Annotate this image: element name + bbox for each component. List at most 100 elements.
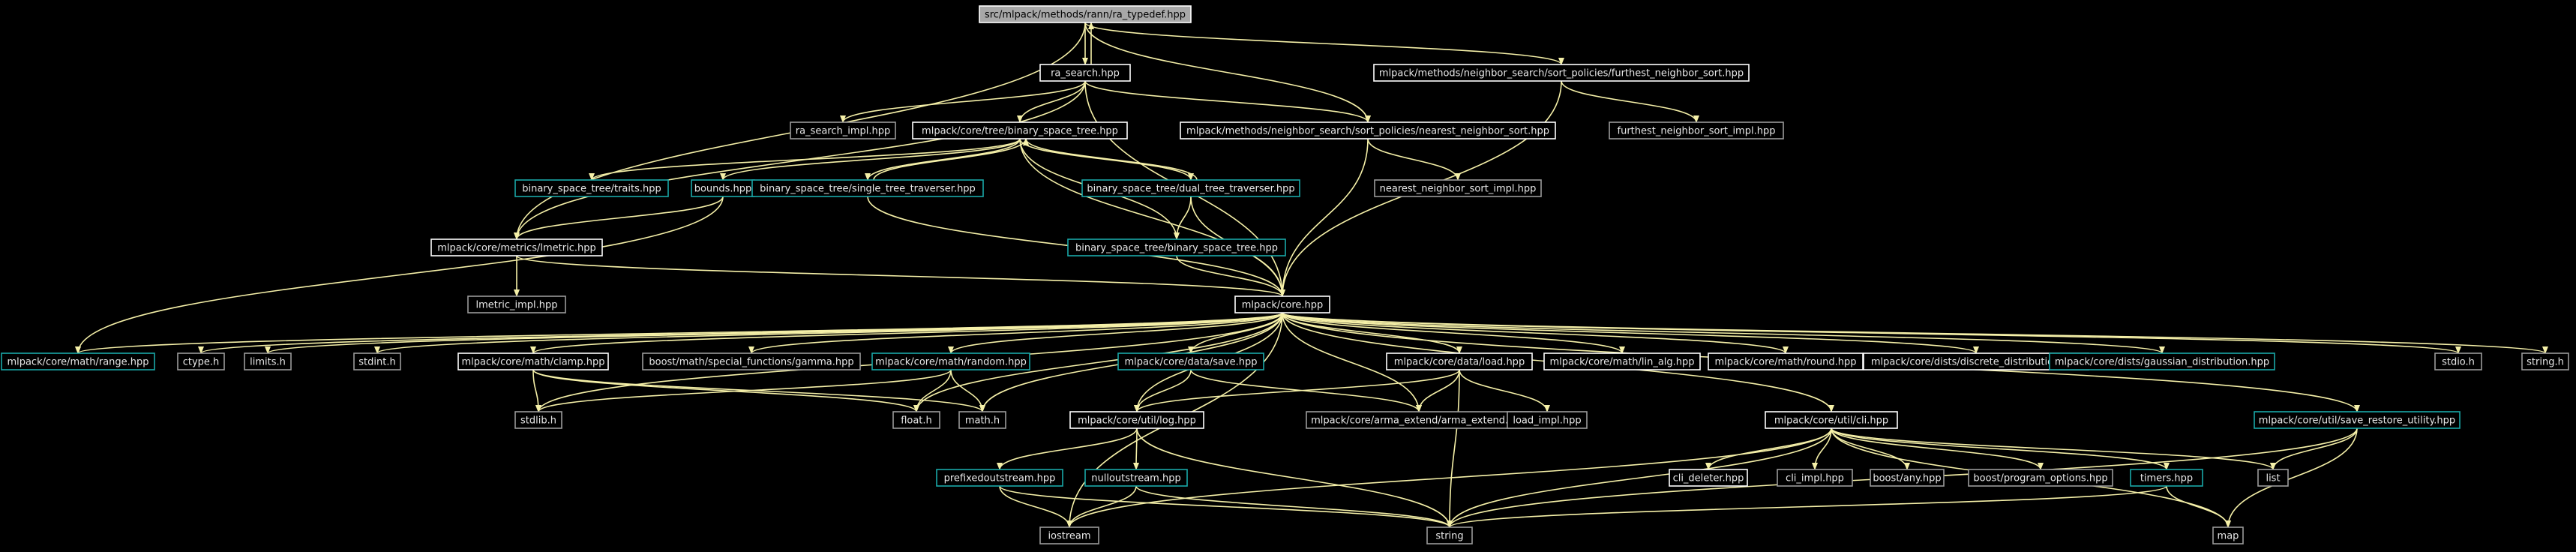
edge-core-to-random	[948, 312, 1283, 354]
node-box	[2049, 352, 2275, 370]
node-bst[interactable]: mlpack/core/tree/binary_space_tree.hpp	[912, 122, 1128, 140]
node-box	[1669, 469, 1748, 487]
node-bst-inner[interactable]: binary_space_tree/binary_space_tree.hpp	[1067, 238, 1286, 256]
node-single-trav[interactable]: binary_space_tree/single_tree_traverser.…	[751, 179, 984, 197]
node-box	[790, 122, 896, 140]
node-round[interactable]: mlpack/core/math/round.hpp	[1708, 352, 1864, 370]
node-label: mlpack/methods/neighbor_search/sort_poli…	[1379, 68, 1744, 80]
node-prefixed[interactable]: prefixedoutstream.hpp	[936, 469, 1063, 487]
node-label: cli_deleter.hpp	[1673, 473, 1744, 484]
node-label: map	[2218, 531, 2239, 542]
node-label: furthest_neighbor_sort_impl.hpp	[1618, 126, 1776, 137]
edge-core-to-limits	[265, 312, 1283, 354]
node-label: src/mlpack/methods/rann/ra_typedef.hpp	[985, 10, 1186, 21]
node-nullout[interactable]: nulloutstream.hpp	[1084, 469, 1188, 487]
edge-log-to-string	[1136, 428, 1453, 528]
node-dual-trav[interactable]: binary_space_tree/dual_tree_traverser.hp…	[1081, 179, 1300, 197]
node-stdlib[interactable]: stdlib.h	[514, 411, 562, 429]
edge-load-to-string	[1447, 369, 1460, 528]
node-map[interactable]: map	[2212, 526, 2244, 544]
node-clamp[interactable]: mlpack/core/math/clamp.hpp	[457, 352, 609, 370]
node-timers[interactable]: timers.hpp	[2130, 469, 2203, 487]
node-discrete[interactable]: mlpack/core/dists/discrete_distribution.…	[1863, 352, 2089, 370]
node-ra-search-impl[interactable]: ra_search_impl.hpp	[790, 122, 896, 140]
edge-nearest-to-nearest_impl	[1367, 138, 1461, 181]
node-save[interactable]: mlpack/core/data/save.hpp	[1117, 352, 1264, 370]
node-label: mlpack/core/math/round.hpp	[1714, 357, 1856, 368]
node-core[interactable]: mlpack/core.hpp	[1234, 296, 1330, 314]
node-root[interactable]: src/mlpack/methods/rann/ra_typedef.hpp	[979, 5, 1192, 23]
node-label: mlpack/core/dists/discrete_distribution.…	[1871, 357, 2081, 368]
edge-core-to-gamma	[748, 312, 1283, 354]
node-label: mlpack/core/data/load.hpp	[1394, 357, 1525, 368]
node-ra-search[interactable]: ra_search.hpp	[1039, 64, 1131, 82]
node-label: float.h	[901, 416, 932, 427]
node-arma[interactable]: mlpack/core/arma_extend/arma_extend.hpp	[1306, 411, 1532, 429]
node-float[interactable]: float.h	[892, 411, 940, 429]
edge-root-to-furthest	[1084, 22, 1564, 65]
node-boost-any[interactable]: boost/any.hpp	[1870, 469, 1945, 487]
node-list[interactable]: list	[2257, 469, 2289, 487]
node-label: mlpack/core/math/lin_alg.hpp	[1549, 357, 1694, 368]
node-cli[interactable]: mlpack/core/util/cli.hpp	[1765, 411, 1898, 429]
node-random[interactable]: mlpack/core/math/random.hpp	[871, 352, 1030, 370]
edge-cli-to-string	[1447, 428, 1832, 528]
node-label: mlpack/core.hpp	[1242, 300, 1324, 311]
node-nearest-impl[interactable]: nearest_neighbor_sort_impl.hpp	[1374, 179, 1542, 197]
edge-bst-to-dual_trav	[1019, 138, 1194, 181]
node-box	[979, 5, 1192, 23]
node-math[interactable]: math.h	[958, 411, 1006, 429]
node-ctype[interactable]: ctype.h	[177, 352, 225, 370]
node-box	[892, 411, 940, 429]
node-box	[2130, 469, 2203, 487]
edge-log-to-nullout	[1133, 428, 1140, 470]
edge-timers-to-map	[2166, 485, 2231, 528]
node-string[interactable]: string	[1426, 526, 1473, 544]
edge-core-to-stdint	[374, 312, 1283, 354]
node-range[interactable]: mlpack/core/math/range.hpp	[1, 352, 155, 370]
edge-core-to-float	[913, 312, 1283, 412]
node-box	[244, 352, 292, 370]
node-cli-impl[interactable]: cli_impl.hpp	[1777, 469, 1853, 487]
node-label: nulloutstream.hpp	[1091, 473, 1180, 484]
node-label: mlpack/core/math/range.hpp	[7, 357, 148, 368]
node-label: bounds.hpp	[694, 184, 752, 195]
node-lmetric[interactable]: mlpack/core/metrics/lmetric.hpp	[430, 238, 603, 256]
node-furthest[interactable]: mlpack/methods/neighbor_search/sort_poli…	[1373, 64, 1750, 82]
node-bounds[interactable]: bounds.hpp	[691, 179, 755, 197]
node-load[interactable]: mlpack/core/data/load.hpp	[1386, 352, 1533, 370]
node-lmetric-impl[interactable]: lmetric_impl.hpp	[467, 296, 566, 314]
node-label: timers.hpp	[2140, 473, 2193, 484]
node-limits[interactable]: limits.h	[244, 352, 292, 370]
node-label: stdio.h	[2442, 357, 2475, 368]
node-string-h[interactable]: string.h	[2521, 352, 2569, 370]
node-program-options[interactable]: boost/program_options.hpp	[1968, 469, 2113, 487]
edge-dual_trav-to-bst_inner	[1174, 196, 1192, 240]
node-box	[1039, 64, 1131, 82]
node-nearest[interactable]: mlpack/methods/neighbor_search/sort_poli…	[1180, 122, 1556, 140]
node-stdint[interactable]: stdint.h	[353, 352, 401, 370]
node-stdio[interactable]: stdio.h	[2434, 352, 2482, 370]
node-box	[2254, 411, 2461, 429]
node-label: mlpack/core/util/save_restore_utility.hp…	[2259, 416, 2455, 427]
node-bst-traits[interactable]: binary_space_tree/traits.hpp	[514, 179, 669, 197]
node-load-impl[interactable]: load_impl.hpp	[1507, 411, 1588, 429]
edge-bst-to-bounds	[720, 138, 1021, 181]
edge-core-to-gaussian	[1282, 312, 2165, 354]
node-box	[1968, 469, 2113, 487]
node-gamma[interactable]: boost/math/special_functions/gamma.hpp	[642, 352, 861, 370]
node-label: mlpack/core/data/save.hpp	[1124, 357, 1257, 368]
node-lin-alg[interactable]: mlpack/core/math/lin_alg.hpp	[1543, 352, 1701, 370]
node-furthest-impl[interactable]: furthest_neighbor_sort_impl.hpp	[1609, 122, 1784, 140]
node-box	[1708, 352, 1864, 370]
node-log[interactable]: mlpack/core/util/log.hpp	[1069, 411, 1204, 429]
node-cli-deleter[interactable]: cli_deleter.hpp	[1669, 469, 1748, 487]
node-iostream[interactable]: iostream	[1039, 526, 1099, 544]
edge-save-to-log	[1134, 369, 1192, 412]
node-save-restore[interactable]: mlpack/core/util/save_restore_utility.hp…	[2254, 411, 2461, 429]
node-gaussian[interactable]: mlpack/core/dists/gaussian_distribution.…	[2049, 352, 2275, 370]
edge-clamp-to-math	[532, 369, 985, 412]
node-box	[1117, 352, 1264, 370]
node-label: prefixedoutstream.hpp	[944, 473, 1056, 484]
node-label: iostream	[1048, 531, 1090, 542]
